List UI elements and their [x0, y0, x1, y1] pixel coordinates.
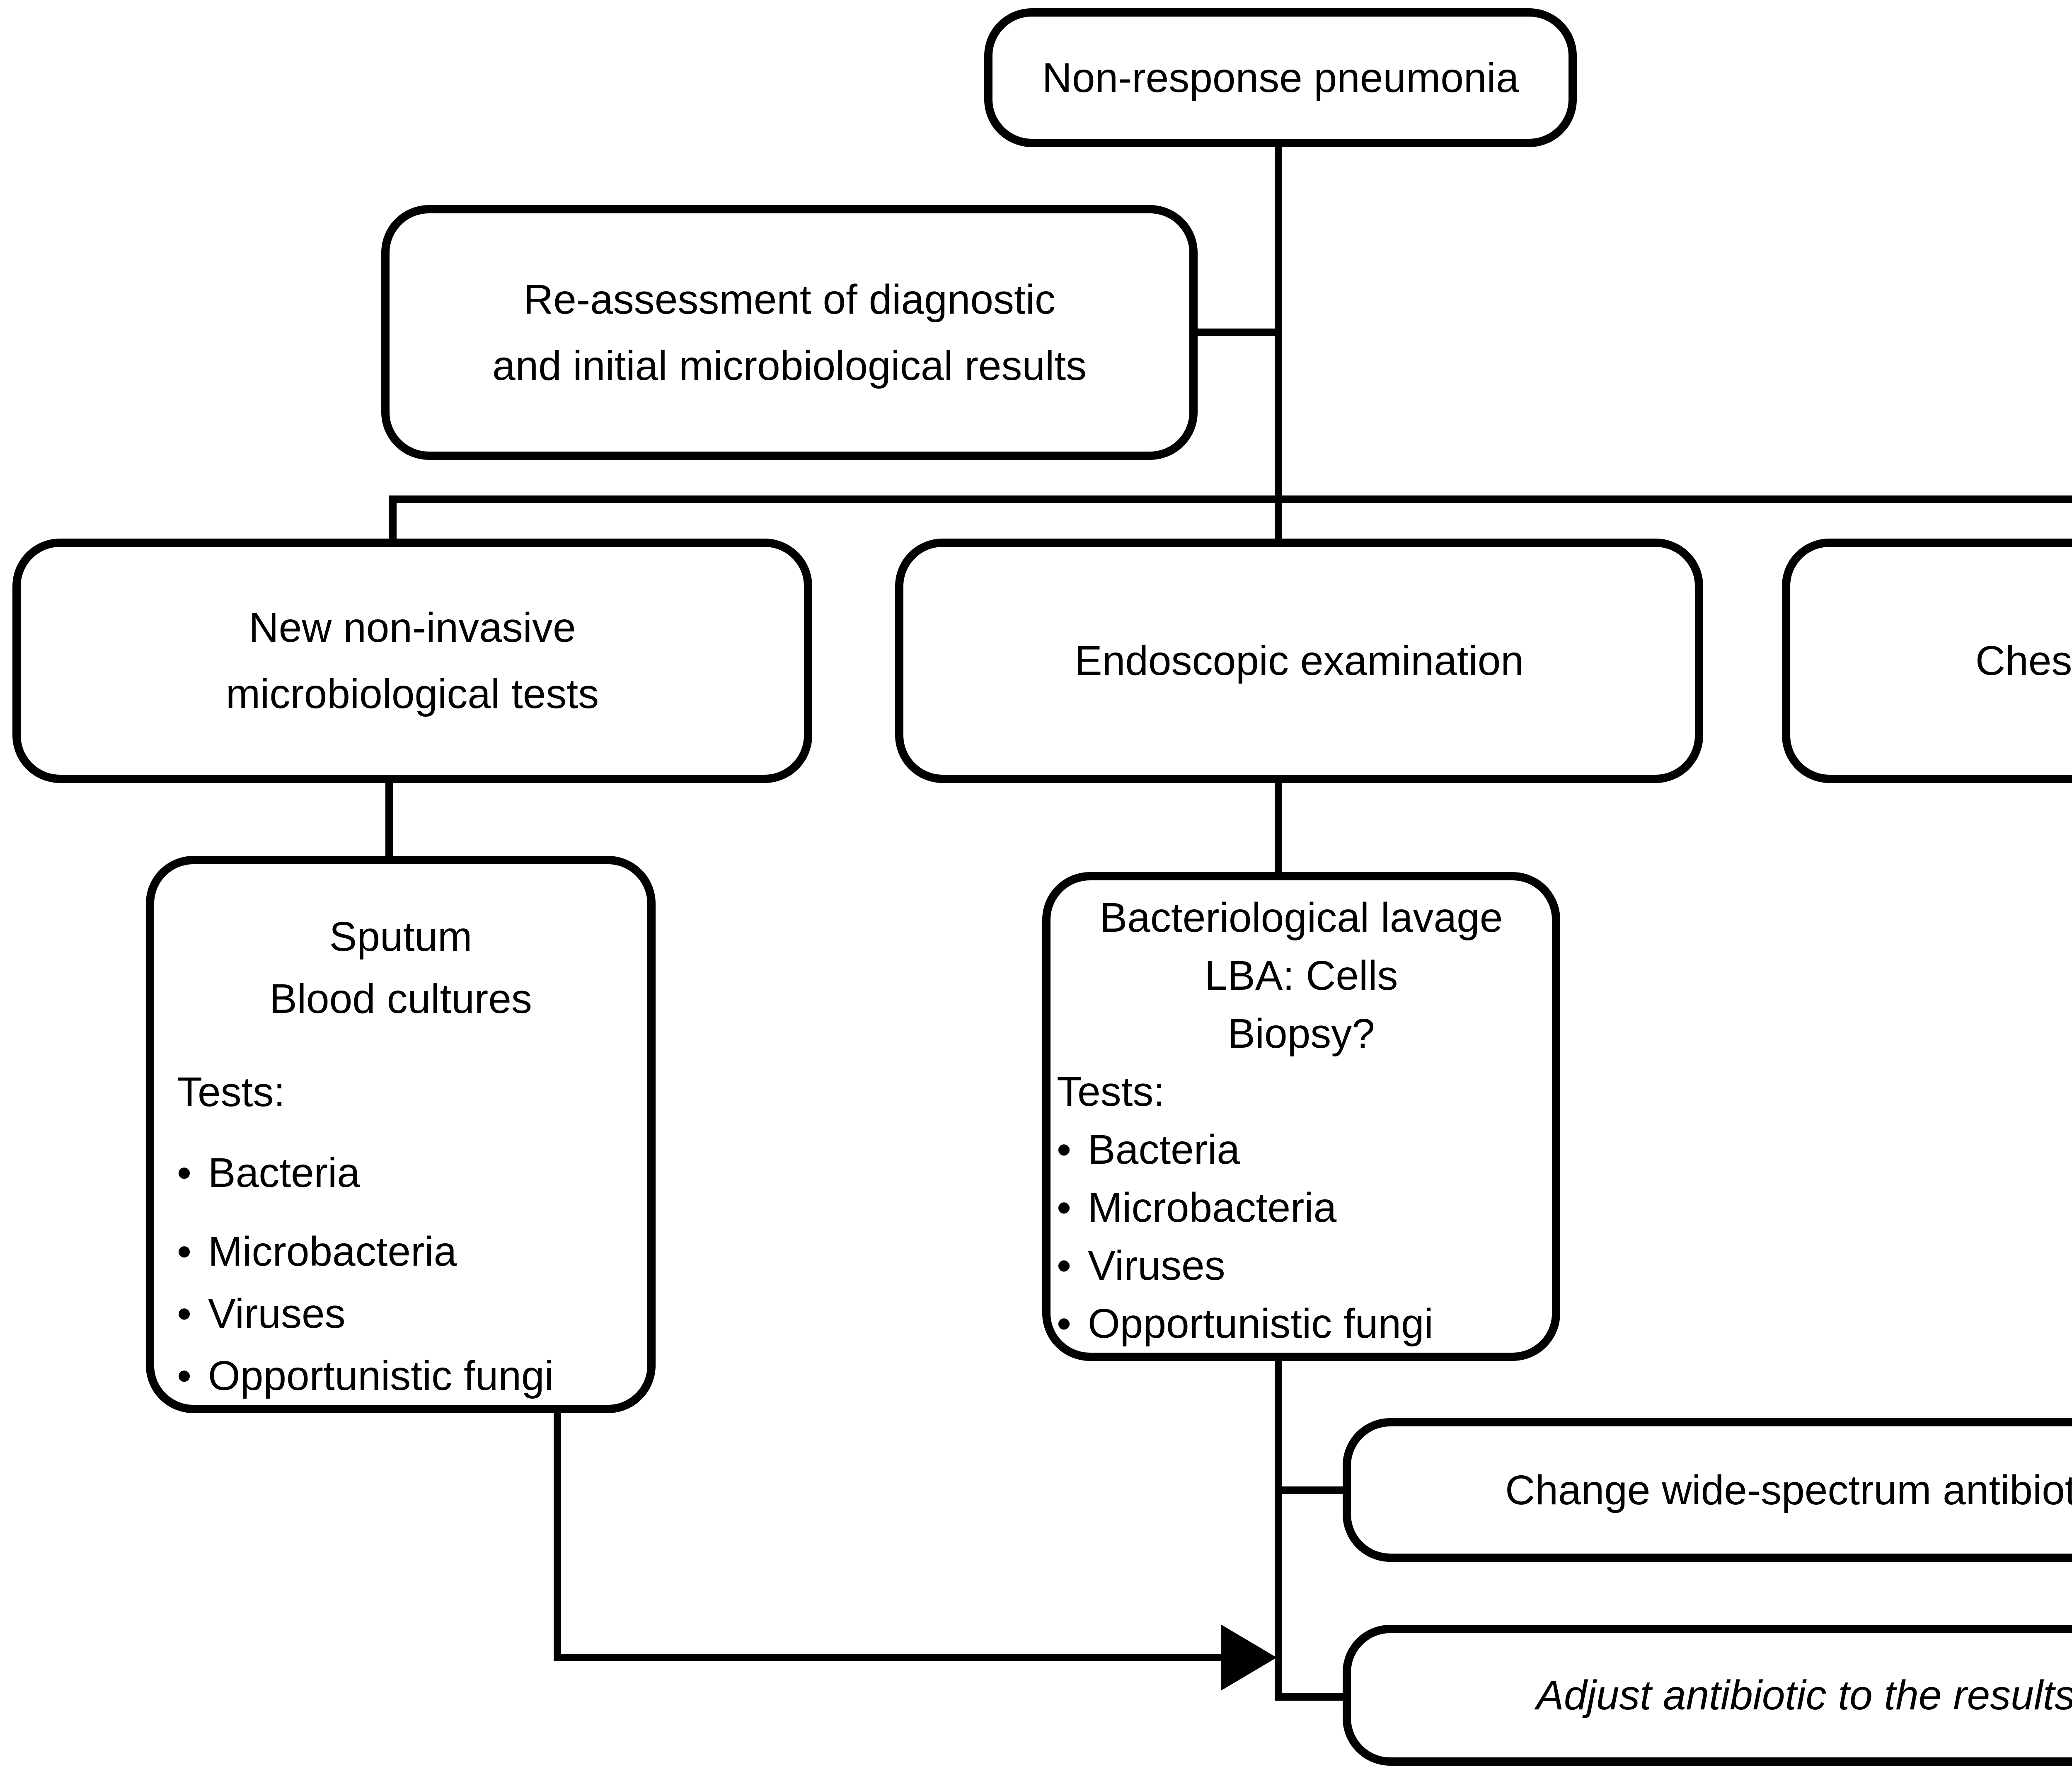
detail-header: Sputum — [329, 914, 472, 960]
connector-change-stub — [1282, 1486, 1344, 1494]
connector-noninvasive-to-detail — [385, 781, 393, 858]
node-label-line: New non-invasive — [249, 604, 576, 651]
node-label: Endoscopic examination — [1075, 638, 1524, 684]
connector-arrow-shaft — [554, 1654, 1221, 1661]
detail-header: Bacteriological lavage — [1099, 894, 1503, 941]
node-endoscopic-examination: Endoscopic examination — [895, 539, 1703, 783]
node-label: Adjust antibiotic to the results — [1536, 1672, 2072, 1718]
node-label: Chest X-ray/CT scan — [1975, 638, 2072, 684]
connector-reassessment-stub — [1198, 329, 1282, 336]
node-endoscopic-detail: Bacteriological lavage LBA: Cells Biopsy… — [1042, 872, 1560, 1361]
list-item-label: Opportunistic fungi — [1088, 1300, 1433, 1347]
list-item: • Bacteria — [1051, 1121, 1552, 1179]
connector-adjust-stub — [1282, 1693, 1344, 1701]
bullet-icon: • — [177, 1150, 192, 1196]
bullet-icon: • — [1057, 1184, 1072, 1231]
node-label-line: and initial microbiological results — [492, 342, 1087, 389]
bullet-icon: • — [177, 1290, 192, 1337]
node-non-response-pneumonia: Non-response pneumonia — [984, 8, 1577, 147]
tests-label: Tests: — [1057, 1068, 1165, 1115]
tests-label: Tests: — [177, 1069, 286, 1115]
connector-endoscopic-to-detail — [1275, 781, 1282, 874]
list-item-label: Viruses — [1088, 1242, 1225, 1289]
arrow-right-icon — [1221, 1624, 1277, 1691]
node-adjust-antibiotic-to-results: Adjust antibiotic to the results — [1343, 1625, 2072, 1766]
bullet-icon: • — [1057, 1126, 1072, 1173]
detail-header: Biopsy? — [1227, 1010, 1375, 1057]
node-label: Non-response pneumonia — [1042, 54, 1519, 101]
detail-header: LBA: Cells — [1204, 952, 1398, 999]
connector-detail-down-vertical — [554, 1411, 561, 1661]
list-item: • Viruses — [1051, 1237, 1552, 1295]
bullet-icon: • — [177, 1353, 192, 1399]
list-item: • Opportunistic fungi — [1051, 1295, 1552, 1353]
node-new-non-invasive-tests: New non-invasive microbiological tests — [12, 539, 812, 783]
node-label-line: Re-assessment of diagnostic — [523, 276, 1055, 323]
list-item-label: Microbacteria — [1088, 1184, 1337, 1231]
list-item: • Microbacteria — [154, 1220, 647, 1283]
list-item: • Microbacteria — [1051, 1179, 1552, 1237]
bullet-icon: • — [1057, 1300, 1072, 1347]
connector-distribution-horizontal — [389, 495, 2072, 503]
node-chest-xray-ct-scan: Chest X-ray/CT scan — [1782, 539, 2072, 783]
node-change-wide-spectrum-antibiotic: Change wide-spectrum antibiotic — [1343, 1418, 2072, 1562]
list-item-label: Bacteria — [208, 1150, 360, 1196]
node-reassessment: Re-assessment of diagnostic and initial … — [381, 205, 1198, 460]
list-item: • Opportunistic fungi — [154, 1345, 647, 1407]
connector-main-lower-vertical — [1275, 1359, 1282, 1701]
bullet-icon: • — [177, 1228, 192, 1275]
list-item: • Viruses — [154, 1283, 647, 1345]
connector-root-vertical — [1275, 145, 1282, 541]
list-item-label: Viruses — [208, 1290, 346, 1337]
node-label: Change wide-spectrum antibiotic — [1505, 1467, 2072, 1513]
list-item-label: Opportunistic fungi — [208, 1353, 554, 1399]
detail-header: Blood cultures — [269, 976, 532, 1022]
connector-drop-left — [389, 495, 397, 543]
node-label-line: microbiological tests — [225, 671, 599, 717]
list-item: • Bacteria — [154, 1142, 647, 1204]
list-item-label: Microbacteria — [208, 1228, 457, 1275]
bullet-icon: • — [1057, 1242, 1072, 1289]
list-item-label: Bacteria — [1088, 1126, 1240, 1173]
node-noninvasive-detail: Sputum Blood cultures Tests: • Bacteria •… — [146, 856, 656, 1413]
